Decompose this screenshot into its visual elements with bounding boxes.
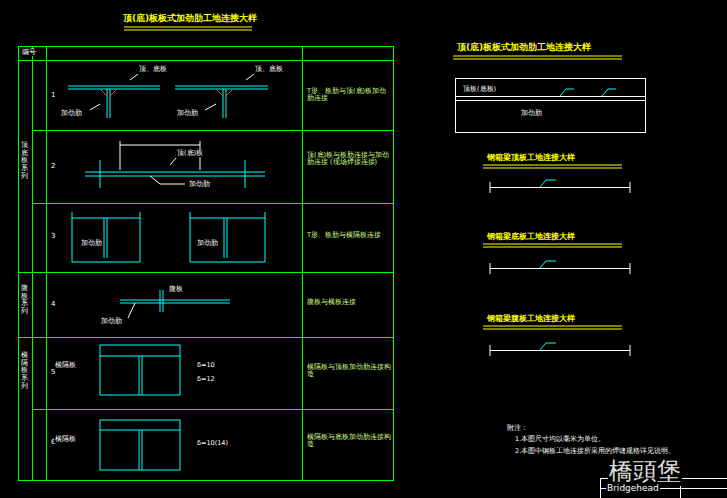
description-cell: T形、板肋与横隔板连接 [306, 232, 392, 239]
part-label: δ=10(14) [196, 440, 229, 447]
table-cell: 2 [50, 162, 56, 170]
part-label: 顶(底)板 [176, 150, 204, 157]
watermark: 橋頭堡 [608, 458, 682, 486]
part-label: 钢箱梁底板工地连接大样 [486, 232, 576, 241]
part-label: 加劲肋 [60, 110, 83, 117]
part-label: δ=12 [196, 376, 216, 383]
description-cell: 横隔板与底板加劲肋连接构造 [306, 434, 392, 449]
description-cell: 腹板与横板连接 [306, 299, 392, 306]
table-cell: 顶底板系列 [21, 142, 28, 180]
part-label: 加劲肋 [196, 240, 219, 247]
watermark: Bridgehead [606, 483, 660, 493]
part-label: 顶、底板 [254, 66, 284, 73]
part-label: δ=10 [196, 362, 216, 369]
table-cell: 4 [50, 300, 56, 308]
description-cell: 顶(底)板与板肋连接与加劲肋连接 (现场焊接连接) [306, 152, 392, 167]
description-cell: T形、板肋与顶(底)板加劲肋连接 [306, 88, 392, 103]
part-label: 加劲肋 [188, 181, 211, 188]
part-label: 钢箱梁腹板工地连接大样 [486, 314, 576, 323]
part-label: 腹板 [168, 286, 184, 293]
note-text: 1.本图尺寸均以毫米为单位。 [514, 436, 606, 443]
part-label: 加劲肋 [80, 240, 103, 247]
part-label: 顶板(底板) [462, 86, 497, 93]
part-label: 横隔板 [54, 362, 77, 369]
drawing-title: 顶(底)板板式加劲肋工地连接大样 [122, 13, 258, 23]
part-label: 加劲肋 [176, 110, 199, 117]
note-text: 附注： [506, 424, 529, 432]
table-cell: 1 [50, 91, 56, 99]
note-text: 2.本图中钢板工地连接所采用的焊缝规格详见说明。 [514, 448, 676, 455]
description-cell: 横隔板与顶板加劲肋连接构造 [306, 364, 392, 379]
table-cell: 3 [50, 232, 56, 240]
part-label: 钢箱梁顶板工地连接大样 [486, 153, 576, 162]
table-cell: 编号 [21, 49, 37, 56]
part-label: 顶、底板 [138, 66, 168, 73]
part-label: 加劲肋 [100, 318, 123, 325]
part-label: 顶(底)板板式加劲肋工地连接大样 [456, 42, 592, 52]
table-cell: 横隔板系列 [21, 352, 28, 390]
part-label: 横隔板 [54, 436, 77, 443]
part-label: 加劲肋 [520, 110, 543, 117]
table-cell: 腹板系列 [21, 285, 28, 316]
